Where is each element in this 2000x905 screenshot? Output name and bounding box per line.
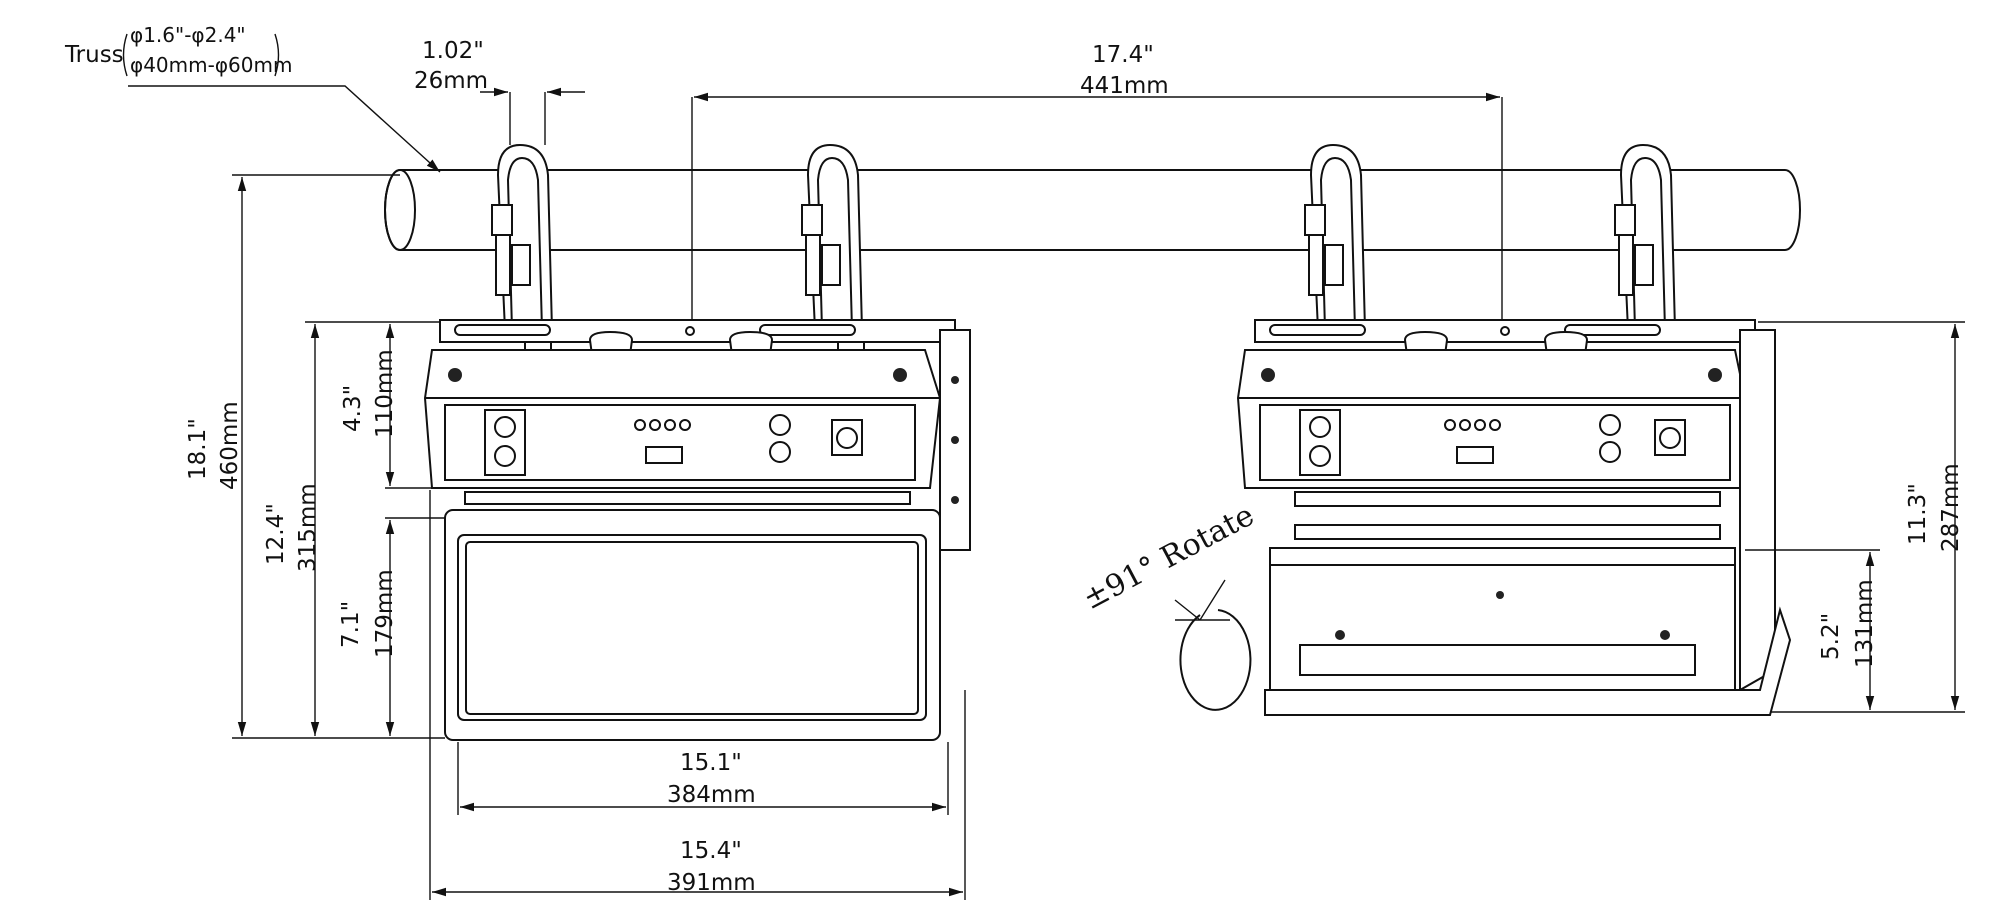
lens-height-inch: 7.1" (338, 601, 364, 648)
truss-tube (384, 169, 1801, 251)
dim-clamp-spacing: 17.4" 441mm (691, 42, 1503, 320)
dim-top-section: 4.3" 110mm (340, 324, 432, 489)
body-height-inch: 12.4" (263, 503, 289, 565)
clamp-spacing-inch: 17.4" (1092, 42, 1154, 68)
side-height-inch: 11.3" (1905, 483, 1931, 545)
clamp-spacing-mm: 441mm (1080, 73, 1169, 99)
dim-lens-height: 7.1" 179mm (338, 517, 445, 736)
total-height-inch: 18.1" (185, 418, 211, 480)
rotate-indicator: ±91° Rotate (1077, 498, 1260, 711)
top-section-inch: 4.3" (340, 385, 366, 432)
truss-label: Truss φ1.6"-φ2.4" φ40mm-φ60mm (64, 23, 441, 173)
dim-side-lower: 5.2" 131mm (1745, 549, 1880, 710)
clamp-2 (801, 143, 864, 331)
dim-body-height: 12.4" 315mm (263, 321, 440, 736)
clamp-1 (491, 143, 554, 331)
side-view (1236, 319, 1792, 716)
total-height-mm: 460mm (217, 401, 243, 490)
side-lower-mm: 131mm (1852, 579, 1878, 668)
lens-width-mm: 384mm (667, 782, 756, 808)
lens-height-mm: 179mm (372, 569, 398, 658)
dim-total-height: 18.1" 460mm (185, 174, 445, 739)
truss-range-inch: φ1.6"-φ2.4" (130, 23, 246, 47)
top-section-mm: 110mm (372, 349, 398, 438)
dim-total-width: 15.4" 391mm (429, 490, 966, 900)
clamp-4 (1614, 143, 1677, 331)
total-width-inch: 15.4" (680, 838, 742, 864)
clamp-width-mm: 26mm (414, 68, 488, 94)
rotate-label: ±91° Rotate (1077, 498, 1260, 617)
clamp-width-inch: 1.02" (422, 38, 484, 64)
clamp-3 (1304, 143, 1367, 331)
side-height-mm: 287mm (1938, 463, 1964, 552)
dim-side-height: 11.3" 287mm (1758, 321, 1965, 713)
total-width-mm: 391mm (667, 870, 756, 896)
truss-title: Truss (64, 42, 124, 68)
lens-width-inch: 15.1" (680, 750, 742, 776)
body-height-mm: 315mm (295, 483, 321, 572)
truss-range-mm: φ40mm-φ60mm (130, 53, 292, 77)
dim-lens-width: 15.1" 384mm (457, 742, 949, 815)
front-view (423, 319, 971, 741)
side-lower-inch: 5.2" (1818, 613, 1844, 660)
dim-clamp-width: 1.02" 26mm (414, 38, 585, 145)
